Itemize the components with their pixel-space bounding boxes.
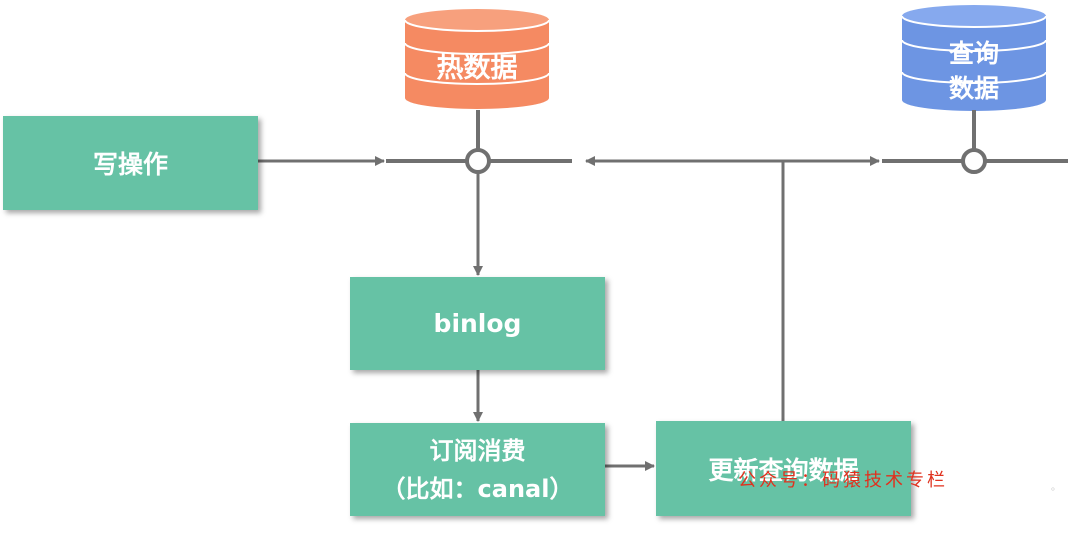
hot-db-node [465, 148, 491, 174]
subscribe-consume-line2: （比如：canal） [381, 474, 574, 503]
corner-mark: 。 [1051, 482, 1061, 493]
hot-db-label: 热数据 [436, 53, 518, 84]
hot-db-cylinder [404, 9, 550, 109]
binlog-label: binlog [433, 309, 522, 338]
query-db-label-line1: 查询 [948, 39, 999, 68]
write-operation-label: 写操作 [92, 150, 168, 179]
binlog-box: binlog [350, 277, 605, 370]
watermark: 公众号：码猿技术专栏 [738, 470, 948, 491]
query-db-cylinder [901, 5, 1047, 111]
query-db-node [961, 148, 987, 174]
subscribe-consume-box: 订阅消费 （比如：canal） [350, 423, 605, 516]
update-query-data-box: 更新查询数据 [656, 421, 911, 516]
subscribe-consume-line1: 订阅消费 [429, 436, 526, 465]
update-query-data-label: 更新查询数据 [708, 455, 859, 485]
write-operation-box: 写操作 [3, 116, 258, 210]
query-db-label: 查询 数据 [902, 36, 1046, 106]
query-db-label-line2: 数据 [948, 74, 999, 103]
